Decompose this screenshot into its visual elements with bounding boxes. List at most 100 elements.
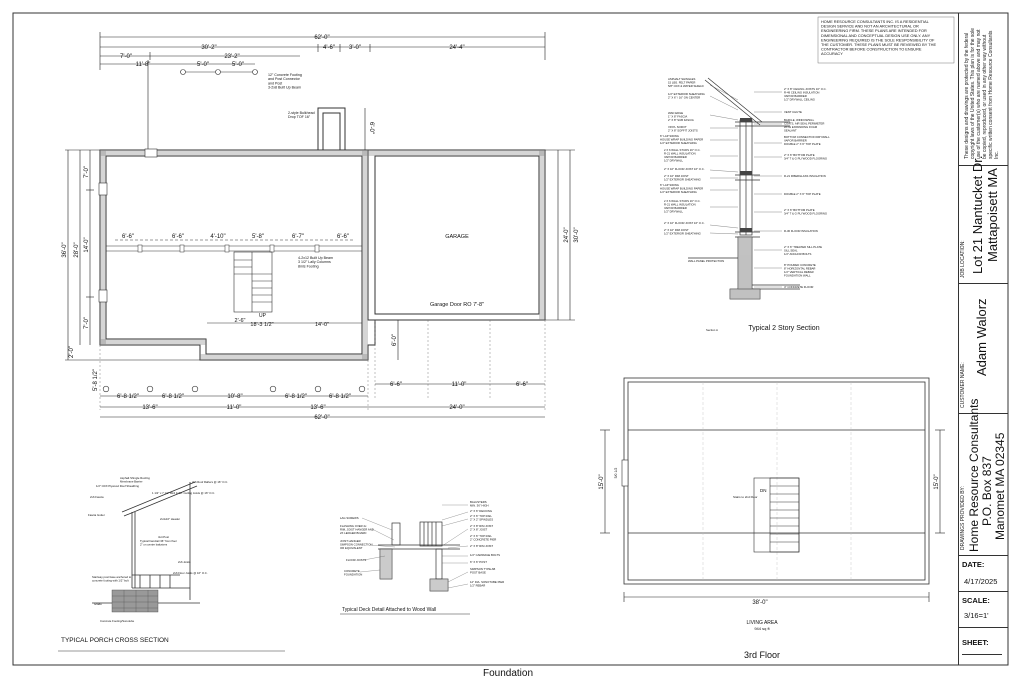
- stoop-dim: 6'-0": [392, 334, 398, 346]
- customer-name: Adam Walorz: [974, 298, 989, 376]
- svg-text:2" X 8" JOIST: 2" X 8" JOIST: [470, 528, 488, 532]
- svg-text:BOTTOM CONNECTION DRYWALL: BOTTOM CONNECTION DRYWALL: [784, 135, 830, 139]
- third-floor-dn: DN: [760, 488, 767, 493]
- bulkhead-note: 2-style Bulkhead Drop TOF 16": [288, 111, 316, 119]
- sheet-label: SHEET:: [962, 638, 989, 647]
- date-cell: DATE: 4/17/2025: [958, 555, 1008, 591]
- footing-note: 12" Concrete Footing and Post Connector …: [268, 73, 303, 90]
- svg-text:2x4x10" Header: 2x4x10" Header: [160, 517, 180, 521]
- overall-width-top: 62'-0": [314, 35, 329, 41]
- bottom-dim-1: 6'-8 1/2": [117, 394, 139, 400]
- left-dim-3: 7'-0": [84, 317, 90, 329]
- svg-text:6" LAP SIDING: 6" LAP SIDING: [660, 183, 679, 187]
- svg-text:RIM, JOIST HANGER AND: RIM, JOIST HANGER AND: [340, 528, 374, 532]
- svg-text:FOUNDATION: FOUNDATION: [344, 573, 362, 577]
- third-floor-plan: DN Stairs to 2nd Floor 15'-0" 15'-0" 5/0…: [599, 377, 945, 660]
- svg-text:2 X 6 WALL STUDS 16" O.C.: 2 X 6 WALL STUDS 16" O.C.: [664, 199, 701, 203]
- svg-text:VAPOR BARRIER: VAPOR BARRIER: [784, 139, 807, 143]
- svg-text:WALL PANEL PROTECTION: WALL PANEL PROTECTION: [688, 259, 724, 263]
- disclaimer-box: HOME RESOURCE CONSULTANTS INC. IS A RESI…: [817, 16, 955, 64]
- svg-text:8" HORIZONTAL REBAR: 8" HORIZONTAL REBAR: [784, 267, 815, 271]
- svg-text:2" X 8" CEILING JOISTS 16" O.C: 2" X 8" CEILING JOISTS 16" O.C.: [784, 87, 827, 91]
- svg-text:5/8" CDX & WATER SHIELD: 5/8" CDX & WATER SHIELD: [668, 84, 704, 88]
- svg-text:1/2" EXTERIOR SHEATHING: 1/2" EXTERIOR SHEATHING: [660, 190, 697, 194]
- svg-text:2" X 6" TOP RAIL: 2" X 6" TOP RAIL: [470, 534, 492, 538]
- svg-text:2" X 10" RIM JOIST: 2" X 10" RIM JOIST: [664, 174, 689, 178]
- svg-text:R-21 FIBERGLASS INSULATION: R-21 FIBERGLASS INSULATION: [784, 174, 826, 178]
- sheet-cell: SHEET:: [958, 627, 1008, 665]
- stair-dim-3: 14'-0": [315, 322, 329, 328]
- svg-text:VAPOR BARRIER: VAPOR BARRIER: [664, 206, 687, 210]
- third-floor-area-label: LIVING AREA: [746, 620, 778, 626]
- svg-text:Section A: Section A: [706, 328, 718, 332]
- svg-text:1/2" CARRIAGE BOLTS: 1/2" CARRIAGE BOLTS: [470, 553, 500, 557]
- beam-dim-3: 4'-10": [210, 234, 225, 240]
- svg-text:2" X 6" / 16" ON CENTER: 2" X 6" / 16" ON CENTER: [668, 96, 700, 100]
- sheet-border: [12, 12, 1009, 666]
- beam-note: 4-2x12 Built Up Beam 3 1/2" Lally Column…: [298, 256, 334, 268]
- svg-text:SEALANT: SEALANT: [784, 129, 797, 133]
- left-dim-1: 7'-0": [84, 166, 90, 178]
- svg-text:DOUBLE 2" X 6" TOP PLATE: DOUBLE 2" X 6" TOP PLATE: [784, 142, 821, 146]
- svg-text:SILL SEAL: SILL SEAL: [784, 249, 798, 253]
- porch-title: TYPICAL PORCH CROSS SECTION: [61, 637, 169, 644]
- svg-text:1/2" DRYWALL: 1/2" DRYWALL: [664, 159, 683, 163]
- dim-top-4: 24'-4": [449, 45, 464, 51]
- svg-text:2" X 10" FLOOR JOIST 16" O.C.: 2" X 10" FLOOR JOIST 16" O.C.: [664, 167, 705, 171]
- svg-text:2" X 6" BOTTOM PLATE: 2" X 6" BOTTOM PLATE: [784, 208, 815, 212]
- svg-text:2" X 6" DECKING: 2" X 6" DECKING: [470, 509, 492, 513]
- company-cell: DRAWINGS PROVIDED BY: Home Resource Cons…: [958, 399, 1008, 555]
- garage-dim-2: 11'-0": [452, 382, 467, 388]
- disclaimer-text: HOME RESOURCE CONSULTANTS INC. IS A RESI…: [821, 19, 937, 56]
- foundation-title: Foundation: [483, 668, 533, 679]
- svg-text:2" X 10" FLOOR JOIST 16" O.C.: 2" X 10" FLOOR JOIST 16" O.C.: [664, 221, 705, 225]
- section-title: Typical 2 Story Section: [748, 325, 819, 332]
- third-floor-width: 38'-0": [752, 600, 767, 606]
- svg-text:2" X 8" SOFFIT JOISTS: 2" X 8" SOFFIT JOISTS: [668, 129, 698, 133]
- svg-text:1/2" VERTICAL REBAR: 1/2" VERTICAL REBAR: [784, 270, 814, 274]
- svg-text:JOIST HANGER: JOIST HANGER: [340, 539, 361, 543]
- svg-text:3/4" T & G PLYWOOD FLOORING: 3/4" T & G PLYWOOD FLOORING: [784, 157, 827, 161]
- svg-text:Grade: Grade: [94, 602, 102, 606]
- svg-text:1/2" EXTERIOR SHEATHING: 1/2" EXTERIOR SHEATHING: [664, 178, 701, 182]
- beam-dim-1: 6'-6": [122, 234, 134, 240]
- garage-label: GARAGE: [445, 234, 469, 240]
- garage-door-label: Garage Door RO 7'-8": [430, 302, 484, 308]
- svg-text:OR EQUIVALENT: OR EQUIVALENT: [340, 546, 363, 550]
- company-name: Home Resource Consultants: [967, 398, 981, 552]
- bottom-dim2-1: 13'-6": [142, 405, 157, 411]
- bottom-dim-4: 6'-8 1/2": [285, 394, 307, 400]
- dim-top-6: 23'-2": [224, 54, 239, 60]
- third-floor-depth-right: 15'-0": [934, 474, 940, 489]
- svg-text:VINYL SOFFIT: VINYL SOFFIT: [668, 125, 687, 129]
- svg-text:1" X 8" FASCIA: 1" X 8" FASCIA: [668, 115, 687, 119]
- svg-text:2" X 6" TREATED SILL PLATE: 2" X 6" TREATED SILL PLATE: [784, 245, 822, 249]
- bottom-dim-5: 6'-8 1/2": [329, 394, 351, 400]
- bottom-dim-3: 10'-8": [227, 394, 242, 400]
- stair-up-label: UP: [259, 313, 267, 319]
- svg-text:COATS, AIR SEAL PERIMETER: COATS, AIR SEAL PERIMETER: [784, 122, 824, 126]
- svg-text:POST BASE: POST BASE: [470, 571, 486, 575]
- svg-text:FLASHING OVER 2x: FLASHING OVER 2x: [340, 524, 367, 528]
- svg-text:1/2" ANCHOR BOLTS: 1/2" ANCHOR BOLTS: [784, 252, 811, 256]
- svg-text:6" X 6" POST: 6" X 6" POST: [470, 560, 487, 564]
- dim-top-3: 3'-0": [349, 45, 361, 51]
- svg-text:VAPOR BARRIER: VAPOR BARRIER: [664, 155, 687, 159]
- copyright-note: These designs and drawings are protected…: [964, 27, 1000, 159]
- scale-value: 3/16=1': [964, 611, 989, 620]
- beam-dim-6: 6'-6": [337, 234, 349, 240]
- depth-right2: 30'-0": [574, 227, 580, 242]
- svg-text:BALUSTERS: BALUSTERS: [470, 500, 487, 504]
- garage-dim-1: 6'-6": [390, 382, 402, 388]
- svg-text:4x4 Post: 4x4 Post: [158, 535, 169, 539]
- svg-text:2X LEDGER BOARD: 2X LEDGER BOARD: [340, 531, 366, 535]
- dim-top-8: 5'-0": [197, 62, 209, 68]
- scale-cell: SCALE: 3/16=1': [958, 591, 1008, 627]
- customer-label: CUSTOMER NAME:: [960, 362, 966, 408]
- svg-text:DOUBLE 2" X 6" TOP PLATE: DOUBLE 2" X 6" TOP PLATE: [784, 192, 821, 196]
- third-floor-title: 3rd Floor: [744, 650, 780, 660]
- depth-left: 36'-0": [62, 242, 68, 257]
- svg-text:HOUSE WRAP BUILDING PAPER: HOUSE WRAP BUILDING PAPER: [660, 187, 703, 191]
- svg-text:1 1/2" x 7 1/2" Bird & Str. Ce: 1 1/2" x 7 1/2" Bird & Str. Ceiling Jois…: [152, 491, 215, 495]
